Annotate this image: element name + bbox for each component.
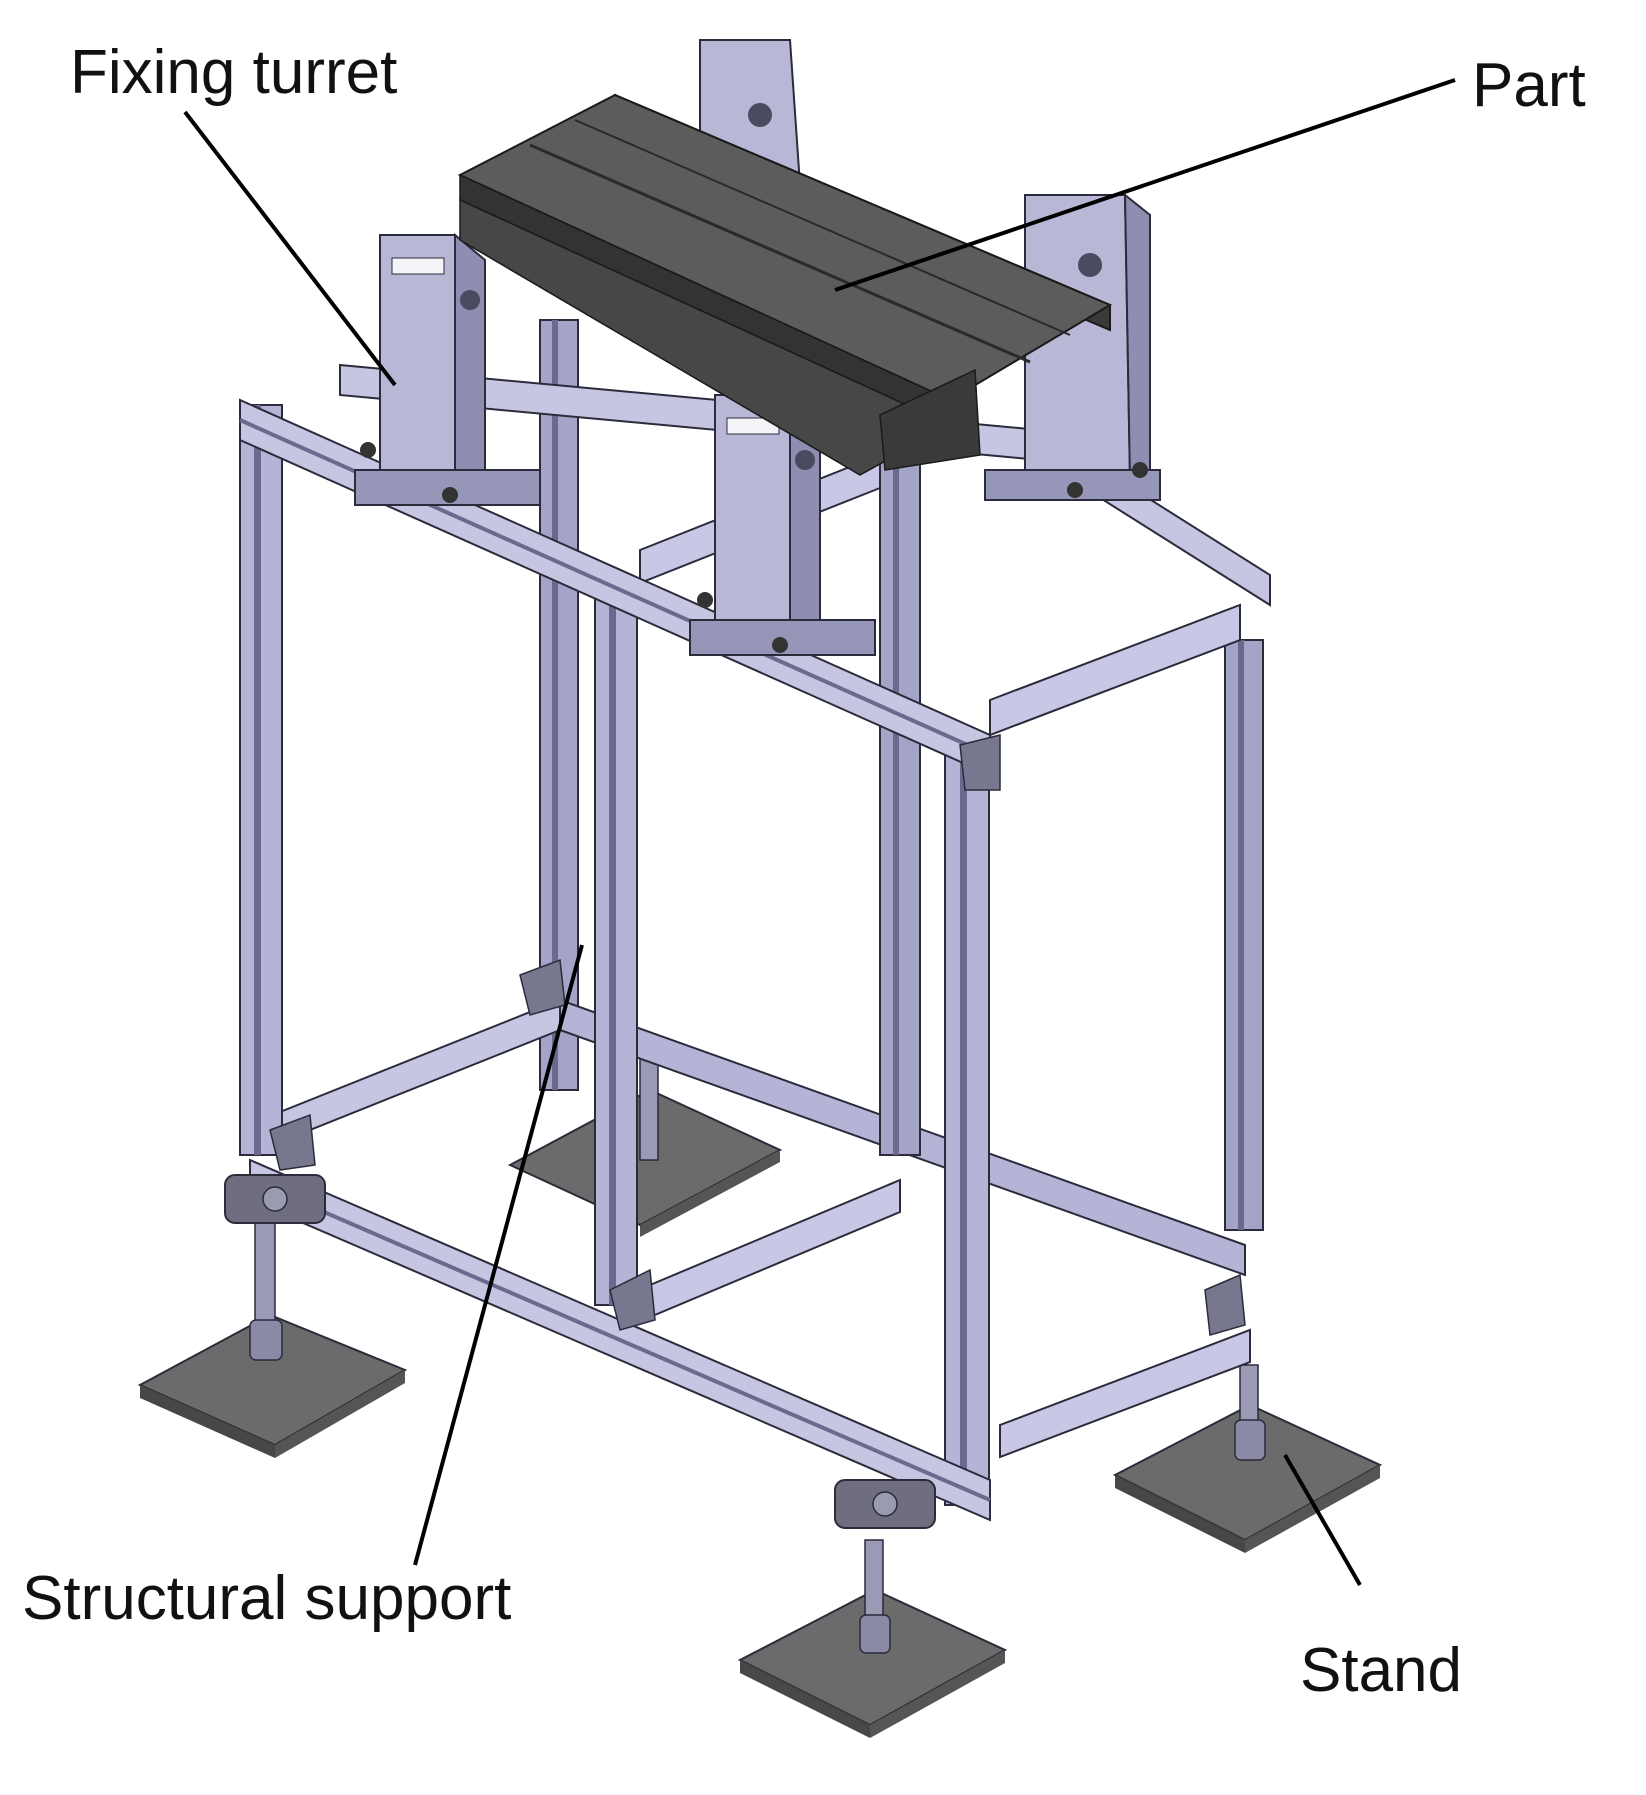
- leveling-feet: [224, 1174, 936, 1529]
- foot-plates: [137, 1049, 1383, 1738]
- leader-stand: [1283, 1454, 1362, 1586]
- label-part: Part: [1472, 51, 1586, 120]
- turret-front-left: [354, 232, 541, 506]
- leader-structural-support: [413, 944, 584, 1566]
- part: [457, 93, 1113, 476]
- foot-plate-front: [737, 1539, 1008, 1738]
- leader-fixing-turret: [183, 110, 397, 387]
- turret-back-right: [984, 192, 1161, 501]
- turret-front-right: [689, 392, 876, 656]
- label-structural-support: Structural support: [22, 1564, 512, 1633]
- foot-plate-right: [1112, 1364, 1383, 1553]
- fixing-turrets: [354, 39, 1161, 656]
- label-stand: Stand: [1300, 1636, 1463, 1705]
- foot-plate-left: [137, 1194, 408, 1458]
- leader-lines: [183, 78, 1456, 1586]
- leader-part: [834, 78, 1456, 292]
- label-fixing-turret: Fixing turret: [70, 38, 398, 107]
